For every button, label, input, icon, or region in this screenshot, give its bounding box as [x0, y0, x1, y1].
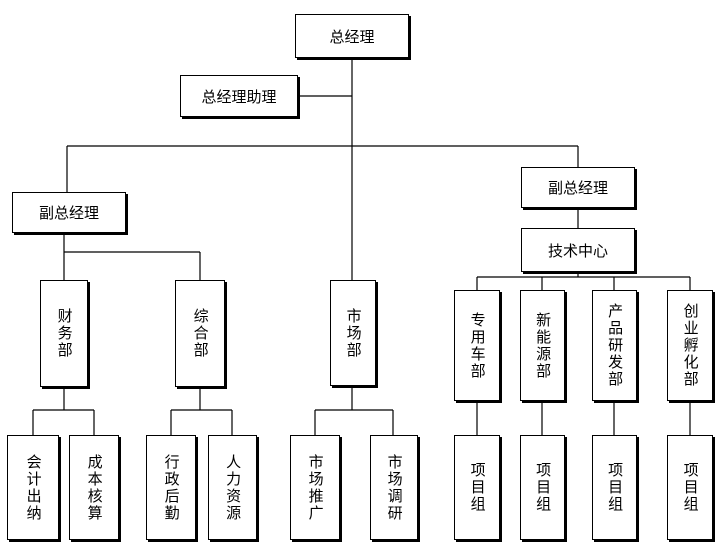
- special-vehicle-dept-label: 专用车部: [468, 311, 487, 380]
- vice-gm-right-box: 副总经理: [521, 167, 635, 208]
- new-energy-dept-label: 新能源部: [534, 311, 553, 380]
- accounting-cashier-line1: 会计: [24, 453, 43, 488]
- project-group-label: 项目组: [606, 462, 625, 513]
- market-promotion-line2: 推广: [306, 487, 325, 522]
- market-dept-box: 市场部: [330, 280, 376, 386]
- cost-accounting-line2: 核算: [85, 487, 104, 522]
- market-dept-label: 市场部: [344, 307, 363, 359]
- vice-gm-left-box: 副总经理: [12, 192, 126, 233]
- finance-dept-box: 财务部: [40, 280, 88, 387]
- cost-accounting-line1: 成本: [85, 453, 104, 488]
- market-research-line2: 调研: [385, 487, 404, 522]
- market-research-box: 市场调研: [370, 435, 418, 540]
- market-promotion-label: 市场推广: [306, 453, 325, 522]
- market-promotion-line1: 市场: [306, 453, 325, 488]
- market-research-line1: 市场: [385, 453, 404, 488]
- gm-assistant-box: 总经理助理: [180, 75, 298, 117]
- admin-logistics-line1: 行政: [162, 453, 181, 488]
- accounting-cashier-line2: 出纳: [24, 487, 43, 522]
- vice-gm-left-label: 副总经理: [38, 204, 99, 222]
- human-resources-line1: 人力: [224, 453, 243, 488]
- general-dept-label: 综合部: [191, 308, 210, 359]
- tech-center-label: 技术中心: [547, 241, 608, 260]
- incubation-dept-box: 创业孵化部: [667, 290, 713, 401]
- human-resources-label: 人力资源: [224, 453, 243, 522]
- project-group-box: 项目组: [667, 435, 713, 540]
- cost-accounting-label: 成本核算: [85, 453, 104, 522]
- accounting-cashier-label: 会计出纳: [24, 453, 43, 522]
- general-manager-box: 总经理: [295, 14, 409, 58]
- admin-logistics-line2: 后勤: [162, 487, 181, 522]
- product-rd-dept-box: 产品研发部: [592, 290, 637, 401]
- project-group-label: 项目组: [681, 462, 700, 513]
- vice-gm-right-label: 副总经理: [547, 179, 608, 197]
- project-group-box: 项目组: [454, 435, 500, 540]
- project-group-label: 项目组: [468, 462, 487, 513]
- finance-dept-label: 财务部: [55, 308, 74, 359]
- market-research-label: 市场调研: [385, 453, 404, 522]
- tech-center-box: 技术中心: [521, 228, 635, 272]
- human-resources-line2: 资源: [224, 487, 243, 522]
- product-rd-dept-label: 产品研发部: [606, 303, 625, 388]
- general-manager-label: 总经理: [329, 27, 375, 46]
- admin-logistics-label: 行政后勤: [162, 453, 181, 522]
- market-promotion-box: 市场推广: [290, 435, 340, 540]
- project-group-label: 项目组: [534, 462, 553, 513]
- project-group-box: 项目组: [592, 435, 637, 540]
- cost-accounting-box: 成本核算: [69, 435, 119, 540]
- general-dept-box: 综合部: [175, 280, 225, 387]
- special-vehicle-dept-box: 专用车部: [454, 290, 500, 401]
- incubation-dept-label: 创业孵化部: [681, 303, 700, 388]
- admin-logistics-box: 行政后勤: [146, 435, 196, 540]
- human-resources-box: 人力资源: [208, 435, 257, 540]
- new-energy-dept-box: 新能源部: [520, 290, 565, 401]
- project-group-box: 项目组: [520, 435, 565, 540]
- gm-assistant-label: 总经理助理: [201, 87, 277, 106]
- accounting-cashier-box: 会计出纳: [7, 435, 59, 540]
